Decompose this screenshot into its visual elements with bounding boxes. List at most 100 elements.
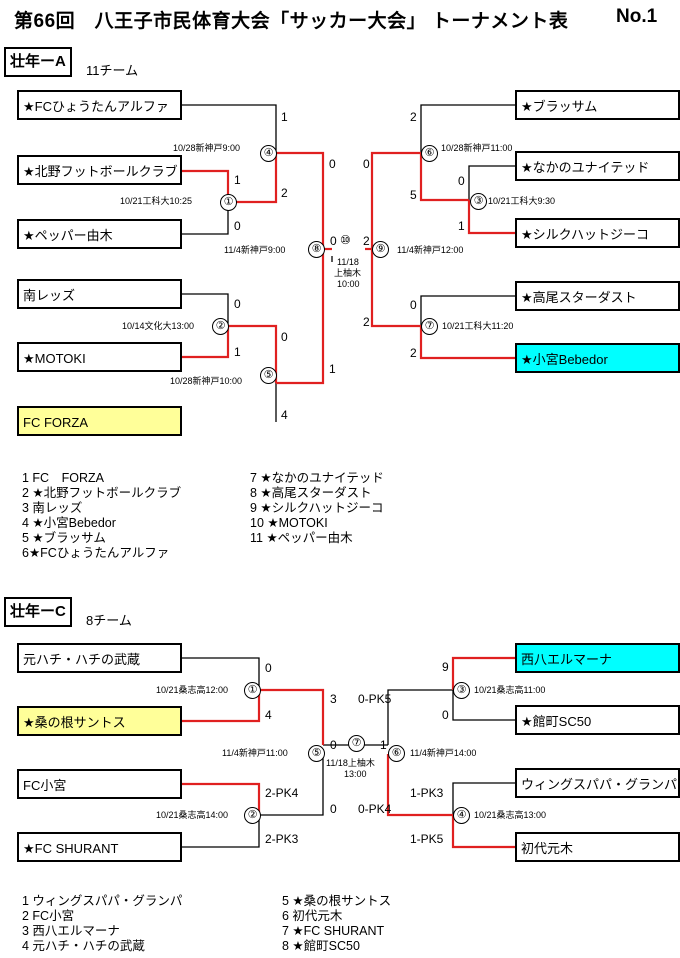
win-a-r2-6	[370, 151, 421, 249]
seed-c-5: 5 ★桑の根サントス	[282, 894, 392, 908]
seed-a-1: 1 FC FORZA	[22, 471, 104, 485]
seed-c-8: 8 ★館町SC50	[282, 939, 360, 953]
seed-a-9: 9 ★シルクハットジーコ	[250, 501, 384, 515]
score-a-minami: 0	[234, 297, 241, 311]
team-a-takao-stardust: ★高尾スターダスト	[515, 281, 680, 311]
seed-list-c-right: 5 ★桑の根サントス 6 初代元木 7 ★FC SHURANT 8 ★館町SC5…	[282, 894, 391, 954]
team-a-pepper-yuki: ★ペッパー由木	[17, 219, 182, 249]
line-c-r2-bottom	[259, 754, 324, 816]
score-a-r3-left-bottom: 1	[329, 362, 336, 376]
info-c-final-date-venue: 11/18上柚木	[326, 758, 375, 768]
match-c-4: ④	[453, 807, 470, 824]
win-a-motoki	[182, 326, 230, 359]
team-c-nishihachi-hermana: 西八エルマーナ	[515, 643, 680, 673]
match-a-6: ⑥	[421, 145, 438, 162]
win-a-komiya	[419, 326, 515, 360]
team-a-kitano-football-club: ★北野フットボールクラブ	[17, 155, 182, 185]
seed-a-2: 2 ★北野フットボールクラブ	[22, 486, 182, 500]
win-c-r1-1	[259, 688, 325, 745]
win-a-r1-1	[228, 153, 278, 204]
seed-list-a-left: 1 FC FORZA 2 ★北野フットボールクラブ 3 南レッズ 4 ★小宮Be…	[22, 471, 181, 561]
line-a-minami	[182, 293, 229, 326]
score-a-r3-left-top: 0	[329, 157, 336, 171]
match-c-3: ③	[453, 682, 470, 699]
score-a-pepper: 0	[234, 219, 241, 233]
seed-c-1: 1 ウィングスパパ・グランパ	[22, 894, 183, 908]
score-a-r3-right-bottom: 2	[363, 315, 370, 329]
score-c-semi-left-top: 3	[330, 692, 337, 706]
win-c-kuwanone	[182, 690, 261, 723]
team-c-kuwanone-santos: ★桑の根サントス	[17, 706, 182, 736]
seed-c-2: 2 FC小宮	[22, 909, 75, 923]
win-a-r1-2	[228, 324, 278, 383]
score-a-blossom: 2	[410, 110, 417, 124]
score-a-r3-right-top: 0	[363, 157, 370, 171]
info-a-final-date: 11/18	[337, 257, 359, 267]
seed-a-11: 11 ★ペッパー由木	[250, 531, 353, 545]
line-c-r2-top	[387, 689, 453, 745]
line-a-fc-hyoutan	[182, 104, 277, 153]
score-a-r2-4-bottom: 2	[281, 186, 288, 200]
line-c-wings	[452, 782, 515, 815]
info-c-match-6: 11/4新神戸14:00	[410, 748, 477, 758]
team-c-fc-komiya: FC小宮	[17, 769, 182, 799]
info-c-match-5: 11/4新神戸11:00	[222, 748, 288, 758]
team-a-blossom: ★ブラッサム	[515, 90, 680, 120]
match-c-5: ⑤	[308, 745, 325, 762]
match-c-6: ⑥	[388, 745, 405, 762]
win-a-r1-3	[419, 153, 469, 202]
team-c-fc-shurant: ★FC SHURANT	[17, 832, 182, 862]
line-a-nakano	[468, 165, 515, 200]
seed-a-8: 8 ★高尾スターダスト	[250, 486, 372, 500]
match-a-10: ⑩	[340, 233, 351, 247]
info-a-final-time: 10:00	[337, 279, 360, 289]
score-a-takao: 0	[410, 298, 417, 312]
score-c-nishihachi: 9	[442, 660, 449, 674]
score-a-nakano: 0	[458, 174, 465, 188]
match-a-9: ⑨	[372, 241, 389, 258]
match-a-8: ⑧	[308, 241, 325, 258]
seed-a-7: 7 ★なかのユナイテッド	[250, 471, 384, 485]
team-c-wings-papa-granpa: ウィングスパパ・グランパ	[515, 768, 680, 798]
seed-c-7: 7 ★FC SHURANT	[282, 924, 385, 938]
match-c-7: ⑦	[348, 735, 365, 752]
match-a-2: ②	[212, 318, 229, 335]
seed-c-3: 3 西八エルマーナ	[22, 924, 120, 938]
info-a-match-3: 10/21工科大9:30	[488, 196, 556, 206]
score-c-moto-hachi: 0	[265, 661, 272, 675]
team-a-fc-hyoutan-alpha: ★FCひょうたんアルファ	[17, 90, 182, 120]
match-a-5: ⑤	[260, 367, 277, 384]
score-a-motoki: 1	[234, 345, 241, 359]
score-a-r2-6-bottom: 5	[410, 188, 417, 202]
win-c-r2-right	[386, 754, 453, 817]
score-c-final-right: 1	[380, 738, 387, 752]
info-c-match-2: 10/21桑志高14:00	[156, 810, 229, 820]
line-a-pepper	[182, 202, 229, 235]
info-c-match-3: 10/21桑志高11:00	[474, 685, 546, 695]
score-c-shodai: 1-PK5	[410, 832, 444, 846]
info-a-final-venue: 上柚木	[334, 268, 362, 278]
page-title: 第66回 八王子市民体育大会「サッカー大会」 トーナメント表	[14, 11, 569, 32]
match-c-1: ①	[244, 682, 261, 699]
info-c-match-4: 10/21桑志高13:00	[474, 810, 547, 820]
score-a-fc-hyoutan: 1	[281, 110, 288, 124]
win-a-kitano	[182, 169, 230, 202]
team-c-tatemachi-sc50: ★館町SC50	[515, 705, 680, 735]
score-c-kuwanone: 4	[265, 708, 272, 722]
line-a-takao	[420, 295, 515, 326]
seed-a-3: 3 南レッズ	[22, 501, 83, 515]
team-a-minami-reds: 南レッズ	[17, 279, 182, 309]
score-a-r2-5-top: 0	[281, 330, 288, 344]
info-a-match-1: 10/21工科大10:25	[120, 196, 193, 206]
win-a-r2-4	[276, 151, 325, 249]
match-a-4: ④	[260, 145, 277, 162]
section-c-team-count: 8チーム	[86, 613, 132, 628]
score-c-semi-right-top: 0-PK5	[358, 692, 392, 706]
seed-a-6: 6★FCひょうたんアルファ	[22, 546, 170, 560]
section-a-label: 壮年ーA	[4, 47, 72, 77]
score-a-komiya: 2	[410, 346, 417, 360]
team-a-motoki: ★MOTOKI	[17, 342, 182, 372]
team-a-silkhat-zico: ★シルクハットジーコ	[515, 218, 680, 248]
score-a-final-left: 0	[330, 234, 337, 248]
